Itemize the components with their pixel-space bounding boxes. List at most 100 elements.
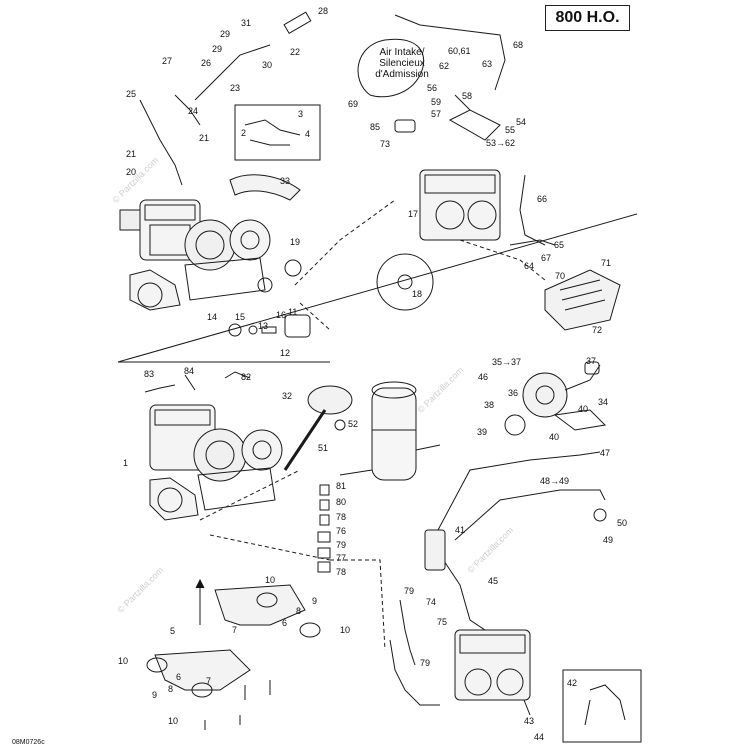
part-callout[interactable]: 57 bbox=[431, 109, 442, 119]
part-callout[interactable]: 69 bbox=[348, 99, 359, 109]
part-callout[interactable]: 23 bbox=[230, 83, 241, 93]
part-callout[interactable]: 78 bbox=[336, 512, 347, 522]
part-callout[interactable]: 79 bbox=[420, 658, 431, 668]
part-callout[interactable]: 66 bbox=[537, 194, 548, 204]
part-callout[interactable]: 51 bbox=[318, 443, 329, 453]
part-callout[interactable]: 77 bbox=[336, 553, 347, 563]
part-callout[interactable]: 35→37 bbox=[492, 357, 522, 367]
part-callout[interactable]: 34 bbox=[598, 397, 609, 407]
part-callout[interactable]: 22 bbox=[290, 47, 301, 57]
part-callout[interactable]: 43 bbox=[524, 716, 535, 726]
part-callout[interactable]: 75 bbox=[437, 617, 448, 627]
part-callout[interactable]: 1 bbox=[123, 458, 129, 468]
part-callout[interactable]: 15 bbox=[235, 312, 246, 322]
part-callout[interactable]: 45 bbox=[488, 576, 499, 586]
part-callout[interactable]: 10 bbox=[118, 656, 129, 666]
part-callout[interactable]: 3 bbox=[298, 109, 304, 119]
part-callout[interactable]: 80 bbox=[336, 497, 347, 507]
part-callout[interactable]: 11 bbox=[288, 307, 298, 317]
part-callout[interactable]: 29 bbox=[220, 29, 231, 39]
part-callout[interactable]: 82 bbox=[241, 372, 252, 382]
part-callout[interactable]: 65 bbox=[554, 240, 565, 250]
part-callout[interactable]: 5 bbox=[170, 626, 176, 636]
part-callout[interactable]: 27 bbox=[162, 56, 173, 66]
part-callout[interactable]: 8 bbox=[168, 684, 174, 694]
part-callout[interactable]: 7 bbox=[206, 676, 212, 686]
part-callout[interactable]: 73 bbox=[380, 139, 391, 149]
part-callout[interactable]: 21 bbox=[199, 133, 210, 143]
part-callout[interactable]: 17 bbox=[408, 209, 419, 219]
part-callout[interactable]: 48→49 bbox=[540, 476, 570, 486]
part-callout[interactable]: 9 bbox=[312, 596, 318, 606]
part-callout[interactable]: 85 bbox=[370, 122, 381, 132]
part-callout[interactable]: 31 bbox=[241, 18, 252, 28]
part-callout[interactable]: 9 bbox=[152, 690, 158, 700]
part-callout[interactable]: 36 bbox=[508, 388, 519, 398]
part-callout[interactable]: 41 bbox=[455, 525, 466, 535]
part-callout[interactable]: 24 bbox=[188, 106, 199, 116]
part-callout[interactable]: 72 bbox=[592, 325, 603, 335]
part-callout[interactable]: 71 bbox=[601, 258, 612, 268]
part-callout[interactable]: 10 bbox=[168, 716, 179, 726]
part-callout[interactable]: 70 bbox=[555, 271, 566, 281]
part-callout[interactable]: 30 bbox=[262, 60, 273, 70]
part-callout[interactable]: 81 bbox=[336, 481, 347, 491]
part-callout[interactable]: 79 bbox=[404, 586, 415, 596]
part-callout[interactable]: 53→62 bbox=[486, 138, 516, 148]
part-callout[interactable]: 76 bbox=[336, 526, 347, 536]
part-callout[interactable]: 58 bbox=[462, 91, 473, 101]
part-callout[interactable]: 13 bbox=[258, 321, 269, 331]
part-callout[interactable]: 52 bbox=[348, 419, 359, 429]
part-callout[interactable]: 55 bbox=[505, 125, 516, 135]
part-callout[interactable]: 26 bbox=[201, 58, 212, 68]
part-callout[interactable]: 39 bbox=[477, 427, 488, 437]
part-callout[interactable]: 46 bbox=[478, 372, 489, 382]
part-callout[interactable]: 44 bbox=[534, 732, 545, 742]
part-callout[interactable]: 67 bbox=[541, 253, 552, 263]
part-callout[interactable]: 2 bbox=[241, 128, 247, 138]
part-callout[interactable]: 64 bbox=[524, 261, 535, 271]
part-callout[interactable]: 16 bbox=[276, 310, 287, 320]
part-callout[interactable]: 28 bbox=[318, 6, 329, 16]
part-callout[interactable]: 62 bbox=[439, 61, 450, 71]
part-callout[interactable]: 84 bbox=[184, 366, 195, 376]
part-callout[interactable]: 56 bbox=[427, 83, 438, 93]
part-callout[interactable]: 6 bbox=[176, 672, 182, 682]
part-callout[interactable]: 50 bbox=[617, 518, 628, 528]
part-callout[interactable]: 42 bbox=[567, 678, 578, 688]
part-callout[interactable]: 19 bbox=[290, 237, 301, 247]
part-callout[interactable]: 37 bbox=[586, 356, 597, 366]
part-callout[interactable]: 79 bbox=[336, 540, 347, 550]
hose-82 bbox=[224, 371, 251, 379]
part-callout[interactable]: 40 bbox=[578, 404, 589, 414]
part-callout[interactable]: 18 bbox=[412, 289, 423, 299]
part-callout[interactable]: 14 bbox=[207, 312, 218, 322]
part-callout[interactable]: 10 bbox=[265, 575, 276, 585]
fuel-filter-28 bbox=[283, 11, 312, 35]
part-callout[interactable]: 8 bbox=[296, 606, 302, 616]
part-callout[interactable]: 10 bbox=[340, 625, 351, 635]
part-callout[interactable]: 12 bbox=[280, 348, 291, 358]
part-callout[interactable]: 21 bbox=[126, 149, 137, 159]
part-callout[interactable]: 20 bbox=[126, 167, 137, 177]
part-callout[interactable]: 32 bbox=[282, 391, 293, 401]
part-callout[interactable]: 63 bbox=[482, 59, 493, 69]
part-callout[interactable]: 29 bbox=[212, 44, 223, 54]
part-callout[interactable]: 68 bbox=[513, 40, 524, 50]
part-callout[interactable]: 60,61 bbox=[448, 46, 471, 56]
part-callout[interactable]: 83 bbox=[144, 369, 155, 379]
part-callout[interactable]: 74 bbox=[426, 597, 437, 607]
part-callout[interactable]: 47 bbox=[600, 448, 611, 458]
part-callout[interactable]: 59 bbox=[431, 97, 442, 107]
engine-mount-bracket bbox=[146, 584, 321, 730]
part-callout[interactable]: 25 bbox=[126, 89, 137, 99]
part-callout[interactable]: 40 bbox=[549, 432, 560, 442]
part-callout[interactable]: 49 bbox=[603, 535, 614, 545]
part-callout[interactable]: 54 bbox=[516, 117, 527, 127]
part-callout[interactable]: 78 bbox=[336, 567, 347, 577]
part-callout[interactable]: 4 bbox=[305, 129, 311, 139]
part-callout[interactable]: 7 bbox=[232, 625, 238, 635]
part-callout[interactable]: 38 bbox=[484, 400, 495, 410]
part-callout[interactable]: 33 bbox=[280, 176, 291, 186]
part-callout[interactable]: 6 bbox=[282, 618, 288, 628]
